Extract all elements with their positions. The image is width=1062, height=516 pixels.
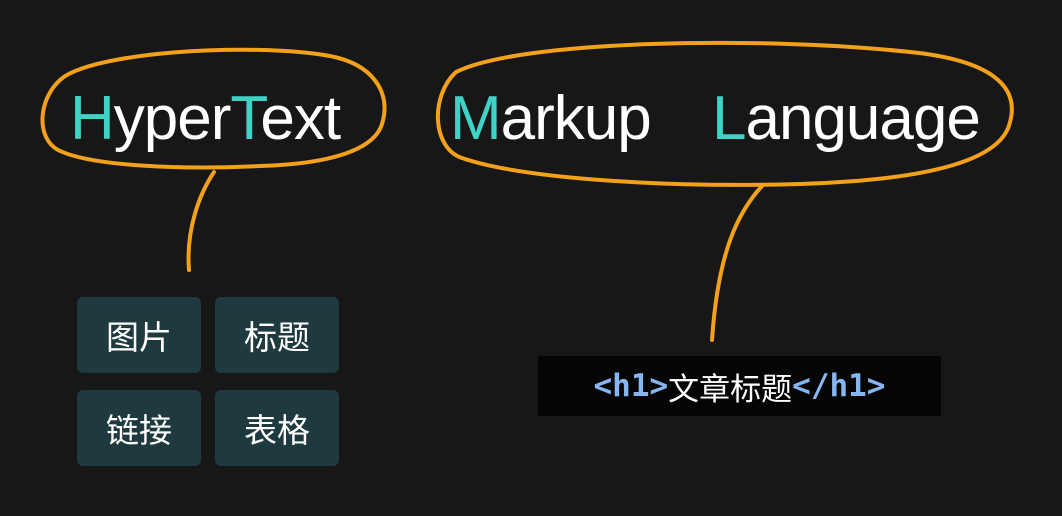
example-link-tile: 链接 xyxy=(77,390,201,466)
markup-word: Markup xyxy=(450,88,652,150)
hypertext-examples: 图片 标题 链接 表格 xyxy=(77,297,339,466)
markup-language-connector xyxy=(710,184,764,342)
language-initial-l: L xyxy=(712,84,746,153)
hypertext-initial-h: H xyxy=(70,84,115,153)
code-open-tag: <h1> xyxy=(593,368,669,404)
example-heading-tile: 标题 xyxy=(215,297,339,373)
language-word: Language xyxy=(712,88,981,150)
hypertext-initial-t: T xyxy=(230,84,261,153)
hypertext-connector xyxy=(186,170,216,272)
example-table-tile: 表格 xyxy=(215,390,339,466)
markup-initial-m: M xyxy=(450,84,502,153)
language-rest: anguage xyxy=(745,84,980,153)
example-image-tile: 图片 xyxy=(77,297,201,373)
hypertext-rest-yper: yper xyxy=(113,84,232,153)
hypertext-rest-ext: ext xyxy=(260,84,341,153)
markup-rest: arkup xyxy=(500,84,652,153)
markup-example-code: <h1>文章标题</h1> xyxy=(538,356,941,416)
code-close-tag: </h1> xyxy=(792,368,886,404)
hypertext-word: HyperText xyxy=(70,88,341,150)
code-content: 文章标题 xyxy=(668,371,793,408)
